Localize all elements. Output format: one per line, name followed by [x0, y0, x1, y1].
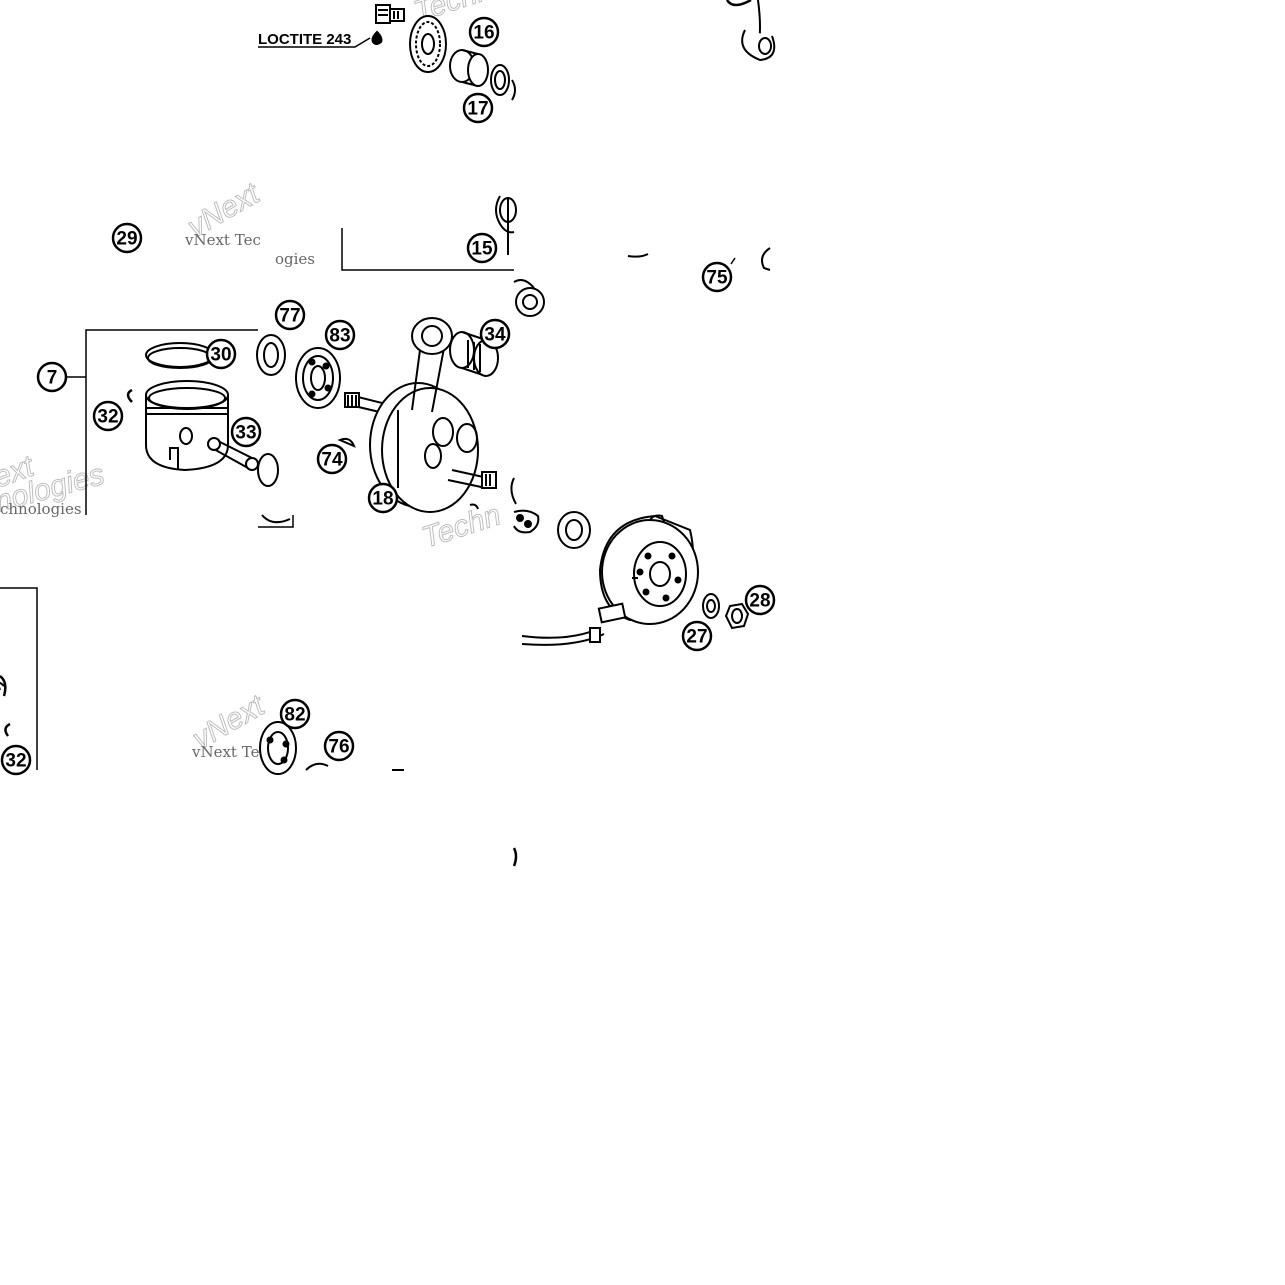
piston-group [66, 329, 294, 528]
callout-partial-left [0, 675, 7, 697]
seal-part-77 [256, 334, 286, 376]
callout-18[interactable]: 18 [367, 482, 399, 514]
callout-label: 74 [321, 450, 343, 471]
callout-label: 18 [372, 489, 393, 510]
callout-label: 32 [97, 407, 118, 428]
callout-74[interactable]: 74 [316, 443, 348, 475]
callout-83[interactable]: 83 [324, 319, 356, 351]
bearing-part-82 [259, 721, 297, 775]
callouts: 16 17 29 15 75 7 30 32 [0, 0, 776, 776]
callout-32-lower[interactable]: 32 [0, 744, 32, 776]
nut-part-28 [724, 602, 750, 630]
callout-label: 17 [467, 99, 488, 120]
callout-label: 82 [284, 705, 305, 726]
top-assembly [258, 0, 776, 317]
callout-33[interactable]: 33 [230, 416, 262, 448]
gear-part [409, 15, 447, 73]
cable-part [521, 602, 627, 646]
seal-part-flywheel [557, 511, 591, 549]
callout-label: 29 [116, 229, 137, 250]
callout-15[interactable]: 15 [466, 232, 498, 264]
bolt-part [375, 4, 405, 24]
callout-17[interactable]: 17 [462, 92, 494, 124]
callout-label: 75 [706, 268, 728, 289]
callout-label: 77 [279, 306, 300, 327]
callout-label: 30 [210, 345, 231, 366]
loctite-label: LOCTITE 243 [258, 31, 351, 48]
callout-77[interactable]: 77 [274, 299, 306, 331]
watermark-chnologies: chnologies [0, 500, 82, 518]
callout-7[interactable]: 7 [36, 361, 68, 393]
flywheel-part [598, 514, 699, 625]
callout-label: 83 [329, 326, 350, 347]
piston-ring-part [145, 342, 215, 369]
crankshaft-group [256, 317, 517, 513]
piston-part [145, 380, 229, 472]
needle-bearing-part [449, 331, 499, 377]
crankshaft-part [369, 317, 497, 513]
woodruff-key-part [337, 437, 356, 448]
watermark-edge-bottom: e [0, 983, 8, 1014]
callout-label: 7 [47, 368, 58, 389]
callout-27[interactable]: 27 [681, 620, 713, 652]
callout-partial-top [725, 0, 752, 7]
callout-16[interactable]: 16 [468, 16, 500, 48]
callout-32[interactable]: 32 [92, 400, 124, 432]
callout-82[interactable]: 82 [279, 698, 311, 730]
loctite-drop-icon [371, 30, 383, 45]
washer-part [490, 64, 510, 96]
callout-76[interactable]: 76 [323, 730, 355, 762]
callout-28[interactable]: 28 [744, 584, 776, 616]
lower-assembly [0, 587, 518, 867]
washer-part-27 [702, 593, 720, 619]
callout-label: 28 [749, 591, 770, 612]
circlip-part [126, 388, 133, 403]
callout-75[interactable]: 75 [701, 261, 733, 293]
callout-30[interactable]: 30 [205, 338, 237, 370]
callout-label: 27 [686, 627, 707, 648]
bearing-part-83 [295, 347, 341, 409]
callout-label: 76 [328, 737, 349, 758]
bushing-part [449, 49, 489, 87]
ignition-group [513, 509, 750, 646]
callout-29[interactable]: 29 [111, 222, 143, 254]
callout-label: 34 [484, 325, 506, 346]
watermark-ogies-1: ogies [275, 250, 315, 268]
callout-34[interactable]: 34 [479, 318, 511, 350]
watermark-vnext-line-1: vNext Tec [184, 231, 261, 249]
callout-label: 16 [473, 23, 494, 44]
callout-label: 15 [471, 239, 493, 260]
callout-label: 33 [235, 423, 256, 444]
callout-label: 32 [5, 751, 26, 772]
watermark-vnext-line-2: vNext Tec [191, 743, 268, 761]
